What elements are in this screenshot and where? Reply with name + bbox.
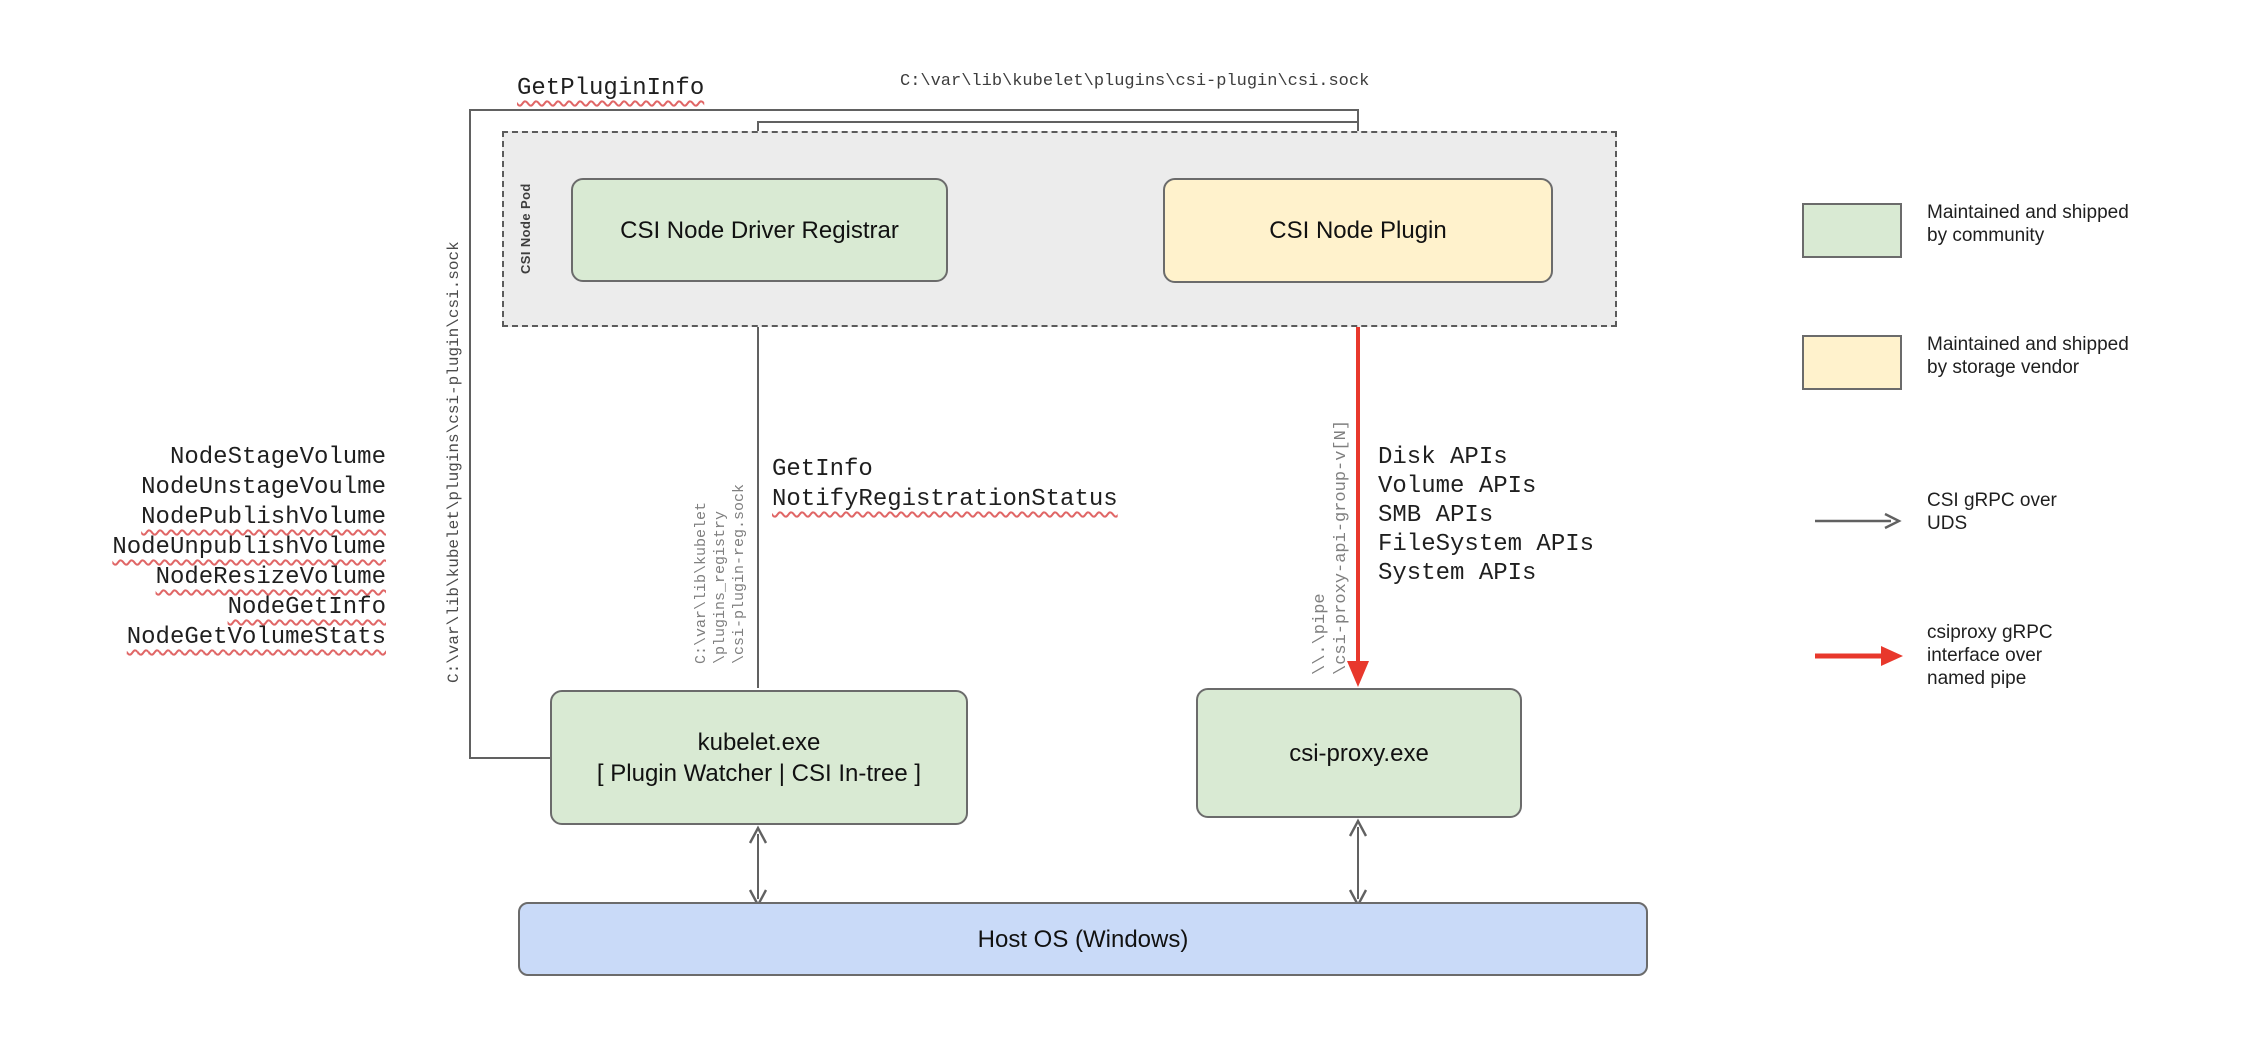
csiproxy-hostos-up-arrowhead [1348, 818, 1368, 837]
csi-node-plugin-box: CSI Node Plugin [1163, 178, 1553, 283]
registry-sock-line: C:\var\lib\kubelet [693, 501, 710, 664]
legend-uds: CSI gRPC over UDS [1813, 489, 2057, 535]
registry-sock-line: \plugins_registry [712, 510, 729, 664]
legend-community-line: by community [1927, 225, 2045, 246]
plugin-label: CSI Node Plugin [1269, 217, 1447, 244]
csi-node-driver-registrar-box: CSI Node Driver Registrar [571, 178, 948, 282]
kubelet-label-line2: [ Plugin Watcher | CSI In-tree ] [596, 759, 922, 787]
node-method-list: NodeStageVolume NodeUnstageVoulme NodePu… [86, 443, 386, 653]
registration-calls: GetInfo NotifyRegistrationStatus [772, 455, 1118, 515]
get-plugin-info-label: GetPluginInfo [517, 75, 705, 102]
kubelet-box: kubelet.exe [ Plugin Watcher | CSI In-tr… [550, 690, 968, 825]
legend-namedpipe: csiproxy gRPC interface over named pipe [1813, 621, 2053, 690]
notify-registration-status-label: NotifyRegistrationStatus [772, 486, 1118, 513]
registry-sock-vertical-path: C:\var\lib\kubelet \plugins_registry \cs… [692, 484, 749, 664]
legend-vendor-line: Maintained and shipped [1927, 334, 2129, 355]
csi-sock-vertical-path: C:\var\lib\kubelet\plugins\csi-plugin\cs… [445, 241, 463, 683]
api-item: Volume APIs [1378, 473, 1537, 500]
legend-vendor: Maintained and shipped by storage vendor [1802, 334, 2129, 390]
registrar-label: CSI Node Driver Registrar [620, 216, 899, 244]
node-method: NodePublishVolume [141, 504, 386, 531]
registry-sock-line: \csi-plugin-reg.sock [731, 483, 748, 664]
api-item: FileSystem APIs [1378, 531, 1595, 558]
named-pipe-vertical-path: \\.\pipe \csi-proxy-api-group-v[N] [1310, 420, 1352, 675]
legend-vendor-line: by storage vendor [1927, 357, 2080, 378]
kubelet-label-line1: kubelet.exe [697, 728, 821, 756]
csiproxy-api-list: Disk APIs Volume APIs SMB APIs FileSyste… [1378, 443, 1594, 588]
csi-proxy-box: csi-proxy.exe [1196, 688, 1522, 818]
named-pipe-line: \\.\pipe [1311, 593, 1330, 675]
community-swatch [1802, 203, 1902, 258]
legend-uds-line: UDS [1927, 513, 1968, 534]
node-method: NodeResizeVolume [155, 564, 386, 591]
legend-namedpipe-line: csiproxy gRPC [1927, 622, 2053, 643]
api-item: SMB APIs [1378, 502, 1494, 529]
named-pipe-line: \csi-proxy-api-group-v[N] [1332, 419, 1351, 675]
get-info-label: GetInfo [772, 456, 873, 483]
node-method: NodeStageVolume [169, 444, 386, 471]
api-item: System APIs [1378, 560, 1537, 587]
node-method: NodeGetVolumeStats [126, 624, 386, 651]
vendor-swatch [1802, 335, 1902, 390]
gray-arrow-icon [1815, 512, 1902, 530]
legend-community-line: Maintained and shipped [1927, 202, 2129, 223]
csi-node-pod-label: CSI Node Pod [518, 183, 533, 274]
legend-namedpipe-line: named pipe [1927, 668, 2027, 689]
node-method: NodeUnstageVoulme [141, 474, 386, 501]
legend-community: Maintained and shipped by community [1802, 202, 2129, 258]
node-method: NodeGetInfo [227, 594, 386, 621]
csi-proxy-label: csi-proxy.exe [1289, 739, 1429, 767]
node-method: NodeUnpublishVolume [112, 534, 386, 561]
kubelet-hostos-up-arrowhead [748, 825, 768, 844]
red-arrow-icon [1815, 646, 1903, 666]
csi-sock-path-label: C:\var\lib\kubelet\plugins\csi-plugin\cs… [900, 72, 1370, 91]
legend-uds-line: CSI gRPC over [1927, 490, 2057, 511]
legend-namedpipe-line: interface over [1927, 645, 2043, 666]
host-os-box: Host OS (Windows) [518, 902, 1648, 976]
api-item: Disk APIs [1378, 444, 1508, 471]
host-os-label: Host OS (Windows) [977, 925, 1189, 953]
